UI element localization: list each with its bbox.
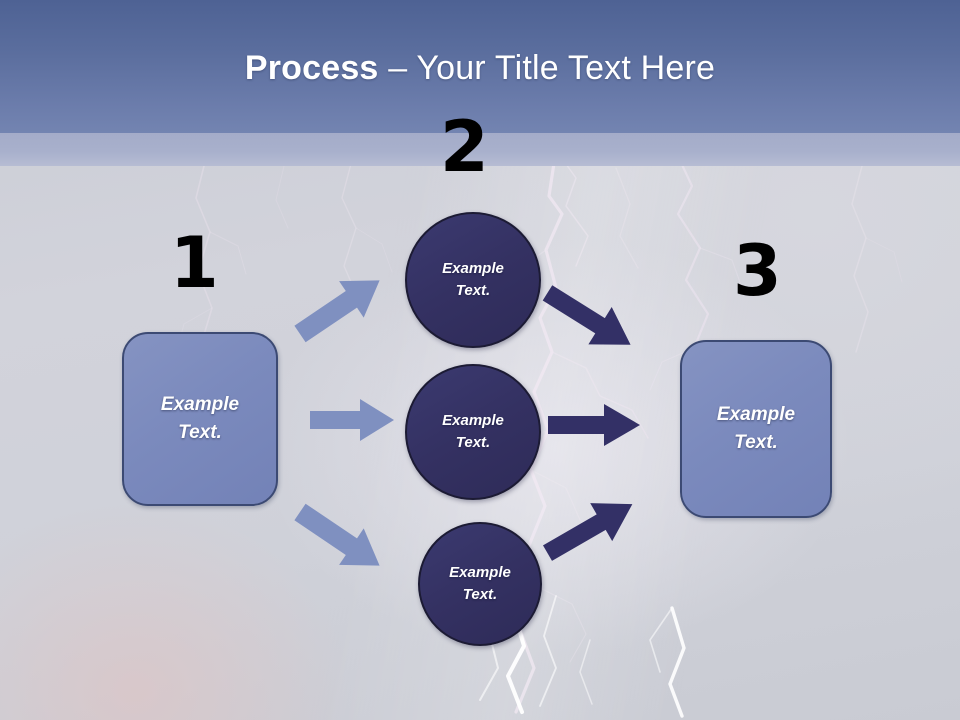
step-number-2: 2: [440, 106, 489, 188]
node-top-circle-line2: Text.: [455, 282, 491, 299]
node-top-circle-label: Example Text.: [442, 258, 504, 302]
page-title-bold: Process: [244, 49, 379, 87]
node-right-box[interactable]: Example Text.: [680, 340, 832, 518]
arrow-left-to-bottom-circle: [294, 502, 404, 570]
node-middle-circle-line1: Example: [442, 412, 504, 430]
arrow-middle-circle-to-right-box: [548, 404, 640, 446]
step-number-1: 1: [170, 222, 219, 304]
node-bottom-circle-label: Example Text.: [449, 562, 511, 606]
node-middle-circle-line2: Text.: [455, 434, 491, 451]
node-top-circle[interactable]: Example Text.: [405, 212, 541, 348]
node-right-box-label: Example Text.: [717, 401, 795, 456]
node-right-box-line1: Example: [716, 404, 796, 426]
page-title: Process – Your Title Text Here: [0, 48, 960, 88]
page-title-rest: – Your Title Text Here: [378, 49, 716, 87]
node-top-circle-line1: Example: [442, 260, 504, 278]
node-middle-circle[interactable]: Example Text.: [405, 364, 541, 500]
arrow-left-to-top-circle: [294, 276, 404, 344]
arrow-top-circle-to-right-box: [542, 284, 654, 350]
step-number-3: 3: [733, 230, 782, 312]
node-left-box-label: Example Text.: [161, 391, 239, 446]
node-left-box[interactable]: Example Text.: [122, 332, 278, 506]
node-right-box-line2: Text.: [734, 432, 778, 453]
header-accent-stripe: [0, 133, 960, 166]
node-left-box-line2: Text.: [178, 422, 222, 443]
node-bottom-circle[interactable]: Example Text.: [418, 522, 542, 646]
node-bottom-circle-line1: Example: [449, 564, 511, 582]
header-band: [0, 0, 960, 133]
arrow-left-to-middle-circle: [310, 399, 394, 441]
node-left-box-line1: Example: [160, 394, 240, 416]
arrow-bottom-circle-to-right-box: [543, 500, 654, 566]
node-bottom-circle-line2: Text.: [462, 586, 498, 603]
node-middle-circle-label: Example Text.: [442, 410, 504, 454]
